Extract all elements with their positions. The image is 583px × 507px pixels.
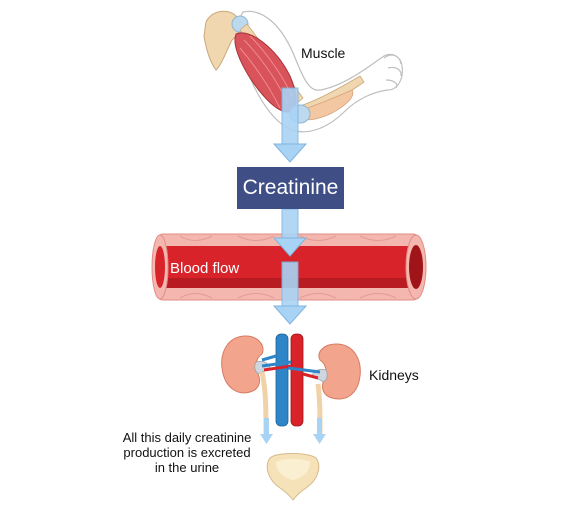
right-kidney	[318, 343, 361, 400]
arrow-shaft	[317, 418, 322, 436]
kidneys-label: Kidneys	[369, 367, 419, 383]
hand-fingers	[383, 54, 402, 89]
muscle-label: Muscle	[301, 45, 346, 61]
bladder-inner	[276, 459, 310, 480]
arrow-head	[272, 237, 308, 257]
right-renal-vessels	[287, 366, 321, 374]
creatinine-label: Creatinine	[242, 176, 339, 199]
kidneys-illustration	[221, 333, 361, 435]
arrow-shaft	[264, 418, 269, 436]
blood-flow-label: Blood flow	[170, 260, 239, 277]
arrow-vessel-to-kidneys	[272, 261, 308, 325]
arrow-shaft	[281, 261, 299, 307]
arm-illustration	[203, 10, 403, 133]
arrow-head	[272, 143, 308, 163]
arrow-muscle-to-creatinine	[272, 87, 308, 163]
urine-caption-line-1: All this daily creatinine	[122, 430, 252, 445]
urine-caption: All this daily creatinine production is …	[112, 430, 262, 475]
left-renal-vessels	[261, 354, 292, 368]
arrow-head	[272, 305, 308, 325]
bladder-illustration	[266, 453, 320, 501]
creatinine-box: Creatinine	[237, 167, 344, 209]
arrow-right-ureter	[313, 418, 326, 444]
arrow-shaft	[281, 87, 299, 145]
vessel-left-lumen	[155, 246, 165, 288]
shoulder-bone	[203, 10, 241, 71]
vena-cava	[275, 333, 289, 427]
arrow-left-ureter	[260, 418, 273, 444]
right-renal-artery	[302, 372, 319, 380]
vessel-right-lumen	[409, 245, 423, 289]
urine-caption-line-3: in the urine	[154, 460, 220, 475]
arrow-head	[260, 434, 273, 444]
vessel-wall-texture	[179, 235, 397, 299]
arrow-creatinine-to-vessel	[272, 208, 308, 257]
arrow-shaft	[281, 208, 299, 240]
left-renal-artery	[263, 364, 292, 372]
urine-caption-line-2: production is excreted	[123, 445, 251, 460]
aorta	[290, 333, 304, 427]
arrow-head	[313, 434, 326, 444]
left-kidney	[221, 335, 264, 394]
